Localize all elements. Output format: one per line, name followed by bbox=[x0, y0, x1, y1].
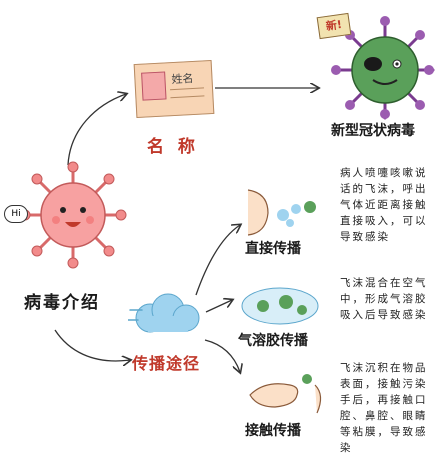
route-direct-desc: 病人喷嚏咳嗽说 话的飞沫，呼出 气体近距离接触 直接吸入，可以 导致感染 bbox=[340, 167, 428, 243]
new-sign-text: 新! bbox=[325, 17, 343, 34]
card-name-text: 姓名 bbox=[171, 71, 194, 87]
virus-name-label: 新型冠状病毒 bbox=[331, 123, 415, 139]
arrow-to-contact bbox=[204, 339, 240, 372]
arrow-to-name bbox=[67, 94, 126, 166]
arrow-to-route bbox=[54, 329, 130, 361]
hi-bubble-text: Hi bbox=[11, 209, 21, 219]
aerosol-icon bbox=[241, 287, 319, 325]
card-photo bbox=[141, 71, 167, 101]
route-aerosol-label: 气溶胶传播 bbox=[238, 333, 308, 349]
route-label: 传播途径 bbox=[132, 354, 201, 373]
cloud-icon bbox=[128, 293, 200, 333]
center-title: 病毒介绍 bbox=[24, 293, 100, 313]
coronavirus-illustration bbox=[331, 16, 435, 120]
route-direct-label: 直接传播 bbox=[245, 241, 301, 257]
name-card: 姓名 bbox=[133, 59, 215, 119]
sneeze-icon bbox=[247, 189, 316, 236]
hi-speech-bubble: Hi bbox=[4, 205, 28, 223]
arrow-to-aerosol bbox=[205, 300, 232, 313]
pink-virus-illustration bbox=[19, 161, 127, 269]
hand-contact-icon bbox=[249, 374, 322, 414]
name-label: 名 称 bbox=[147, 137, 199, 157]
route-aerosol-desc: 飞沫混合在空气 中，形成气溶胶 吸入后导致感染 bbox=[340, 277, 428, 321]
arrow-to-direct bbox=[195, 225, 240, 296]
route-contact-desc: 飞沫沉积在物品 表面，接触污染 手后，再接触口 腔、鼻腔、眼睛 等粘膜，导致感 … bbox=[340, 362, 428, 454]
new-sign: 新! bbox=[316, 12, 352, 40]
route-contact-label: 接触传播 bbox=[245, 423, 301, 439]
